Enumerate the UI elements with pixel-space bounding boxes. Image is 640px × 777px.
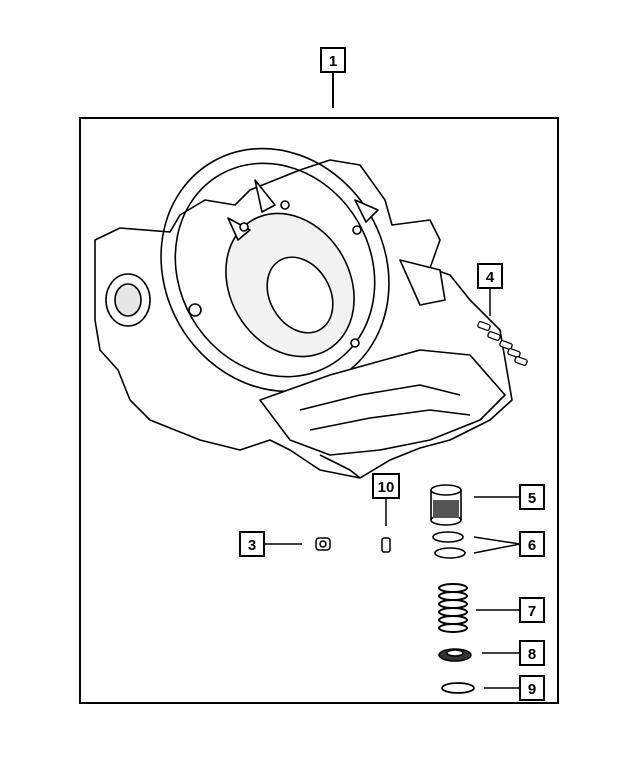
- seal-ring-1: [432, 531, 464, 543]
- callout-9[interactable]: 9: [484, 675, 545, 701]
- rib-2: [227, 217, 251, 241]
- callout-3-label: 3: [248, 537, 256, 554]
- callout-6[interactable]: 6: [473, 531, 545, 557]
- callout-6-leader-b: [473, 543, 521, 554]
- bolt-a: [239, 222, 249, 232]
- spring: [438, 583, 468, 633]
- bolt-c: [280, 200, 290, 210]
- callout-1-label: 1: [329, 53, 337, 70]
- callout-3[interactable]: 3: [239, 531, 302, 557]
- snap-ring: [441, 682, 475, 694]
- callout-1[interactable]: 1: [320, 47, 346, 108]
- callout-5[interactable]: 5: [474, 484, 545, 510]
- callout-7-label: 7: [528, 603, 536, 620]
- bolt-3: [499, 340, 513, 350]
- bolt-e: [188, 303, 202, 317]
- callout-10[interactable]: 10: [372, 473, 400, 526]
- side-port-inner: [114, 283, 142, 317]
- bolt-1: [477, 321, 491, 331]
- bolt-d: [350, 338, 360, 348]
- callout-4[interactable]: 4: [477, 263, 503, 316]
- valve-body: [259, 349, 506, 456]
- callout-9-label: 9: [528, 681, 536, 698]
- callout-7[interactable]: 7: [476, 597, 545, 623]
- bolt-2: [487, 331, 501, 341]
- bolt-set: [477, 321, 528, 366]
- callout-8[interactable]: 8: [482, 640, 545, 666]
- seal-ring-2: [434, 547, 466, 559]
- piston: [430, 484, 462, 526]
- plug-center: [319, 540, 327, 548]
- plug: [315, 537, 331, 551]
- valve-body-line-2: [309, 409, 471, 431]
- callout-6-leader-a: [473, 536, 521, 545]
- valve-body-line-1: [299, 384, 461, 411]
- callout-6-label: 6: [528, 537, 536, 554]
- callout-4-label: 4: [486, 269, 495, 286]
- callout-8-label: 8: [528, 646, 536, 663]
- bolt-b: [352, 225, 362, 235]
- bolt-4: [507, 348, 521, 358]
- bell-housing-inner: [174, 162, 376, 378]
- transmission-assembly: [94, 147, 513, 479]
- diagram-frame: [79, 117, 559, 704]
- rib-3: [354, 199, 379, 223]
- case-drain: [319, 454, 361, 479]
- retainer: [438, 648, 472, 662]
- rib-1: [254, 179, 276, 213]
- bolt-5: [514, 356, 528, 366]
- callout-5-label: 5: [528, 490, 536, 507]
- converter-hub: [266, 256, 334, 334]
- pin: [381, 537, 391, 553]
- output-flange: [399, 259, 446, 306]
- callout-10-label: 10: [378, 479, 395, 496]
